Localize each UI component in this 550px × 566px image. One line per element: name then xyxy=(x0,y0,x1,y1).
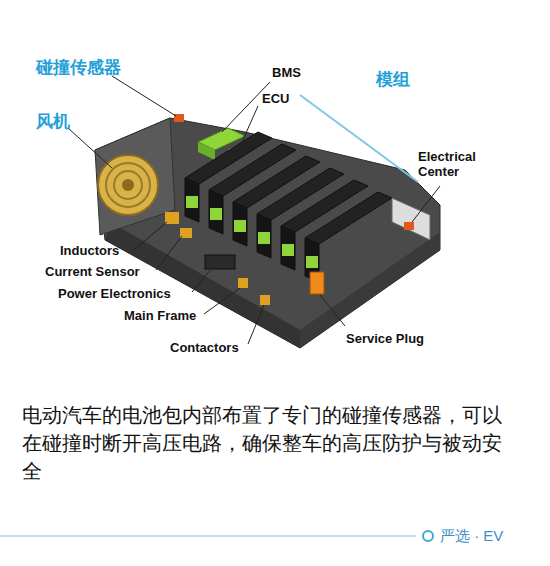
part-label: BMS xyxy=(272,66,301,81)
part-label: Main Frame xyxy=(124,309,196,324)
part-label: 风机 xyxy=(36,112,70,132)
part-label: Inductors xyxy=(60,244,119,259)
part-label: Electrical Center xyxy=(418,150,508,180)
part-label: Current Sensor xyxy=(45,265,140,280)
part-label: ECU xyxy=(262,92,289,107)
watermark: 严选 · EV xyxy=(440,527,503,544)
part-label: 模组 xyxy=(376,70,410,90)
part-label: Service Plug xyxy=(346,332,424,347)
part-label: Contactors xyxy=(170,341,239,356)
part-label: Power Electronics xyxy=(58,287,171,302)
part-label: 碰撞传感器 xyxy=(36,58,121,78)
caption: 电动汽车的电池包内部布置了专门的碰撞传感器，可以在碰撞时断开高压电路，确保整车的… xyxy=(22,401,502,485)
